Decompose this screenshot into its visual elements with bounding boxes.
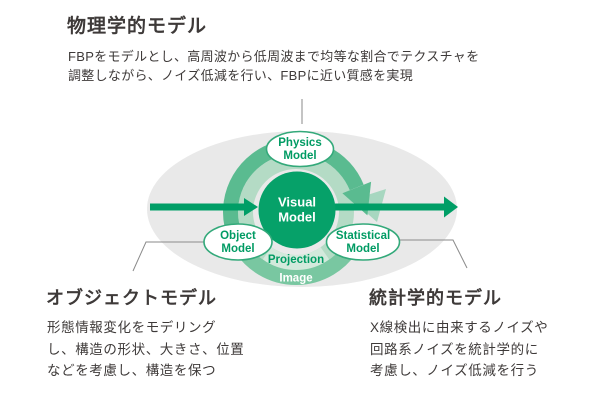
description-line: 考慮し、ノイズ低減を行う: [370, 363, 539, 378]
description-line: 調整しながら、ノイズ低減を行い、FBPに近い質感を実現: [68, 68, 413, 83]
object-model-ellipse: [203, 223, 273, 261]
physical-model-title: 物理学的モデル: [67, 16, 208, 37]
object-model-description: 形態情報変化をモデリング し、構造の形状、大きさ、位置 などを考慮し、構造を保つ: [47, 317, 336, 382]
statistical-model-node: Statistical Model: [325, 223, 401, 261]
object-model-label: Model: [221, 243, 254, 255]
description-line: FBPをモデルとし、高周波から低周波まで均等な割合でテクスチャを: [68, 49, 480, 64]
visual-model-node: [258, 171, 336, 249]
description-line: し、構造の形状、大きさ、位置: [47, 341, 245, 357]
statistical-model-section: 統計学的モデル X線検出に由来するノイズや 回路系ノイズを統計学的に 考慮し、ノ…: [369, 284, 594, 382]
statistical-model-title: 統計学的モデル: [369, 288, 502, 308]
flow-arrow-left: [150, 198, 258, 216]
cycle-ring-projection-segment: [262, 247, 330, 270]
description-line: X線検出に由来するノイズや: [370, 320, 549, 335]
visual-model-label: Model: [278, 210, 316, 225]
description-line: などを考慮し、構造を保つ: [47, 363, 217, 378]
physics-model-ellipse: [265, 130, 335, 168]
image-band-label: Image: [279, 273, 312, 285]
object-model-section: オブジェクトモデル 形態情報変化をモデリング し、構造の形状、大きさ、位置 など…: [46, 284, 336, 382]
connector-line-object: [132, 241, 204, 272]
object-model-label: Object: [220, 230, 256, 242]
flow-arrow-right-head-icon: [444, 196, 458, 218]
statistical-model-ellipse: [325, 223, 401, 261]
physical-model-description: FBPをモデルとし、高周波から低周波まで均等な割合でテクスチャを 調整しながら、…: [68, 47, 567, 85]
statistical-model-label: Statistical: [336, 230, 390, 242]
visual-model-label: Visual: [278, 195, 316, 210]
statistical-model-description: X線検出に由来するノイズや 回路系ノイズを統計学的に 考慮し、ノイズ低減を行う: [370, 317, 594, 382]
description-line: 回路系ノイズを統計学的に: [370, 341, 539, 357]
connector-line-statistical: [400, 239, 468, 269]
physics-model-label: Physics: [278, 137, 321, 149]
flow-arrow-left-shaft: [150, 203, 244, 211]
flow-arrow-left-head-icon: [244, 198, 258, 216]
physical-model-section: 物理学的モデル FBPをモデルとし、高周波から低周波まで均等な割合でテクスチャを…: [67, 11, 567, 85]
flow-arrow-right-shaft: [335, 203, 444, 211]
statistical-model-label: Model: [346, 243, 379, 255]
description-line: 形態情報変化をモデリング: [47, 320, 217, 335]
physics-model-node: Physics Model: [265, 130, 335, 168]
projection-band-label: Projection: [268, 254, 324, 266]
flow-arrow-right: [335, 196, 458, 218]
physics-model-label: Model: [283, 150, 316, 162]
object-model-title: オブジェクトモデル: [46, 288, 217, 308]
object-model-node: Object Model: [203, 223, 273, 261]
